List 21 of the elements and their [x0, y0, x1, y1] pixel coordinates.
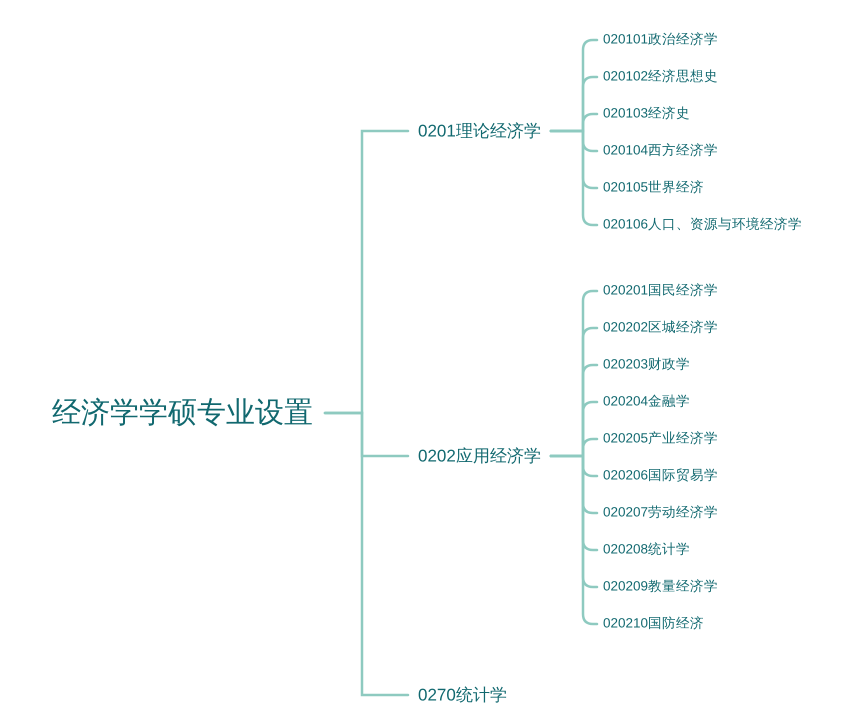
subtopic: 020202区城经济学 — [597, 318, 724, 338]
subtopic: 020105世界经济 — [597, 178, 710, 198]
subtopic: 020104西方经济学 — [597, 140, 724, 162]
branch-topic: 0201理论经济学 — [408, 118, 551, 144]
root-topic: 经济学学硕专业设置 — [40, 392, 325, 434]
subtopic: 020106人口、资源与环境经济学 — [597, 214, 808, 236]
subtopic: 020206国际贸易学 — [597, 466, 724, 486]
branch-topic: 0202应用经济学 — [408, 443, 551, 469]
subtopic: 020101政治经济学 — [597, 30, 724, 50]
subtopic: 020201国民经济学 — [597, 280, 724, 302]
subtopic: 020204金融学 — [597, 392, 696, 412]
subtopic: 020209教量经济学 — [597, 576, 724, 598]
subtopic: 020207劳动经济学 — [597, 502, 724, 524]
branch-topic: 0270统计学 — [408, 682, 517, 708]
subtopic: 020205产业经济学 — [597, 428, 724, 450]
subtopic: 020210国防经济 — [597, 614, 710, 634]
subtopic: 020203财政学 — [597, 354, 696, 376]
subtopic: 020208统计学 — [597, 540, 696, 560]
subtopic: 020102经济思想史 — [597, 66, 724, 88]
connector-line — [324, 412, 410, 696]
subtopic: 020103经济史 — [597, 104, 696, 124]
